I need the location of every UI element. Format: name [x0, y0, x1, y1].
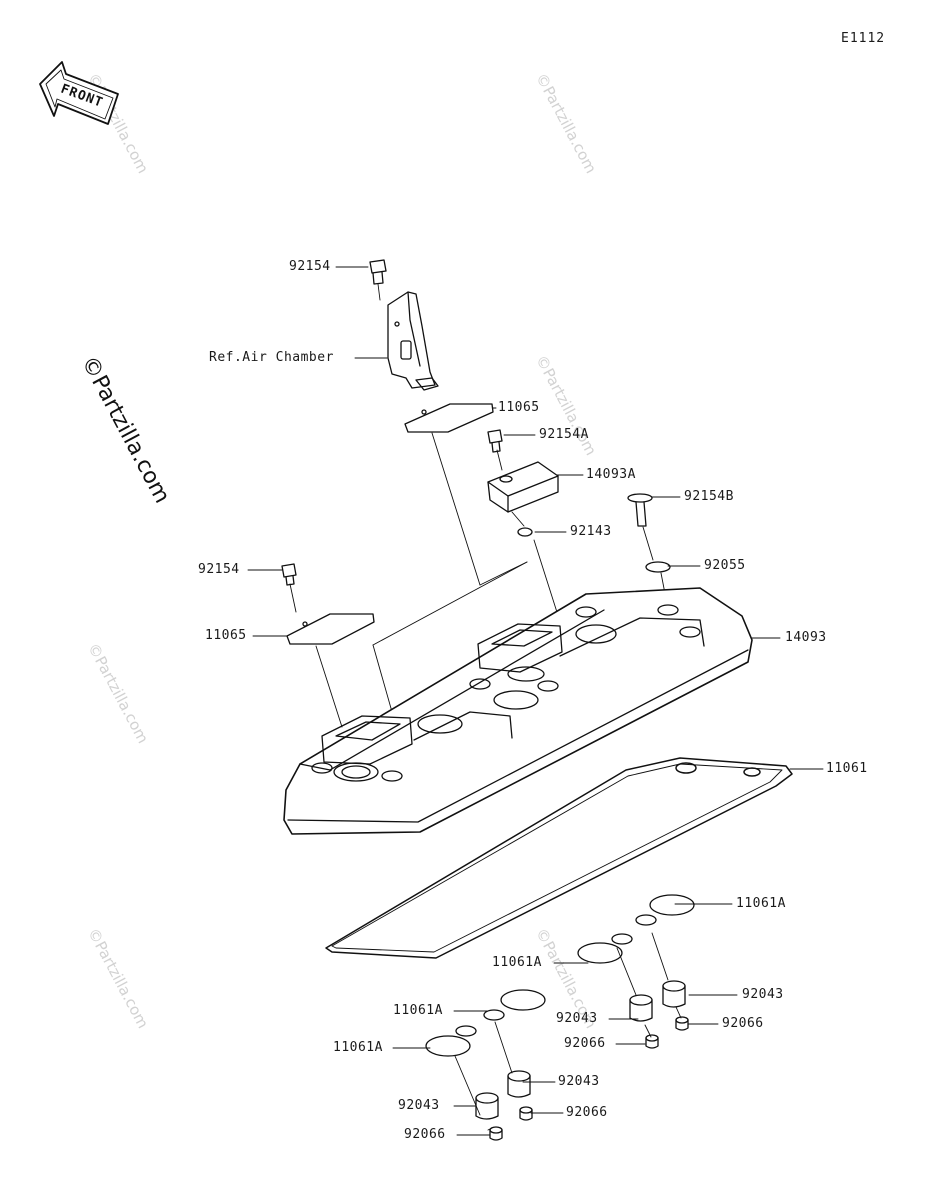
bolt-icon: [627, 493, 653, 527]
callout-92043: 92043: [558, 1074, 600, 1089]
front-arrow-icon: FRONT: [39, 61, 119, 125]
callout-92066: 92066: [722, 1016, 764, 1031]
callout-11061A: 11061A: [492, 955, 542, 970]
collar-icon: [475, 980, 686, 1120]
cylinder-head-cover: [283, 587, 753, 835]
gasket-plate-lower: [286, 613, 375, 645]
callout-11061A: 11061A: [393, 1003, 443, 1018]
air-chamber-bracket: [387, 291, 439, 391]
callout-92043: 92043: [556, 1011, 598, 1026]
gasket-plate-upper: [404, 403, 494, 433]
callout-92043: 92043: [398, 1098, 440, 1113]
callout-11061: 11061: [826, 761, 868, 776]
callout-92143: 92143: [570, 524, 612, 539]
seal-ring-icon: [425, 894, 695, 1057]
cover-14093A: [487, 461, 559, 513]
callout-92066: 92066: [566, 1105, 608, 1120]
washer-icon: [517, 527, 533, 537]
callout-92066: 92066: [564, 1036, 606, 1051]
callout-11065: 11065: [205, 628, 247, 643]
cover-gasket: [325, 757, 793, 959]
callout-ref-air-chamber: Ref.Air Chamber: [209, 350, 334, 365]
callout-14093A: 14093A: [586, 467, 636, 482]
callout-92154: 92154: [289, 259, 331, 274]
callout-11061A: 11061A: [736, 896, 786, 911]
leader-lines: [247, 266, 824, 1136]
callout-92043: 92043: [742, 987, 784, 1002]
callout-11061A: 11061A: [333, 1040, 383, 1055]
bolt-icon: [281, 563, 297, 586]
callout-92055: 92055: [704, 558, 746, 573]
callout-11065: 11065: [498, 400, 540, 415]
callout-92066: 92066: [404, 1127, 446, 1142]
diagram-code: E1112: [841, 31, 886, 46]
bolt-icon: [369, 259, 387, 285]
washer-icon: [645, 561, 671, 573]
callout-14093: 14093: [785, 630, 827, 645]
cap-icon: [489, 1016, 689, 1141]
callout-92154: 92154: [198, 562, 240, 577]
callout-92154B: 92154B: [684, 489, 734, 504]
bolt-icon: [487, 429, 503, 453]
callout-92154A: 92154A: [539, 427, 589, 442]
